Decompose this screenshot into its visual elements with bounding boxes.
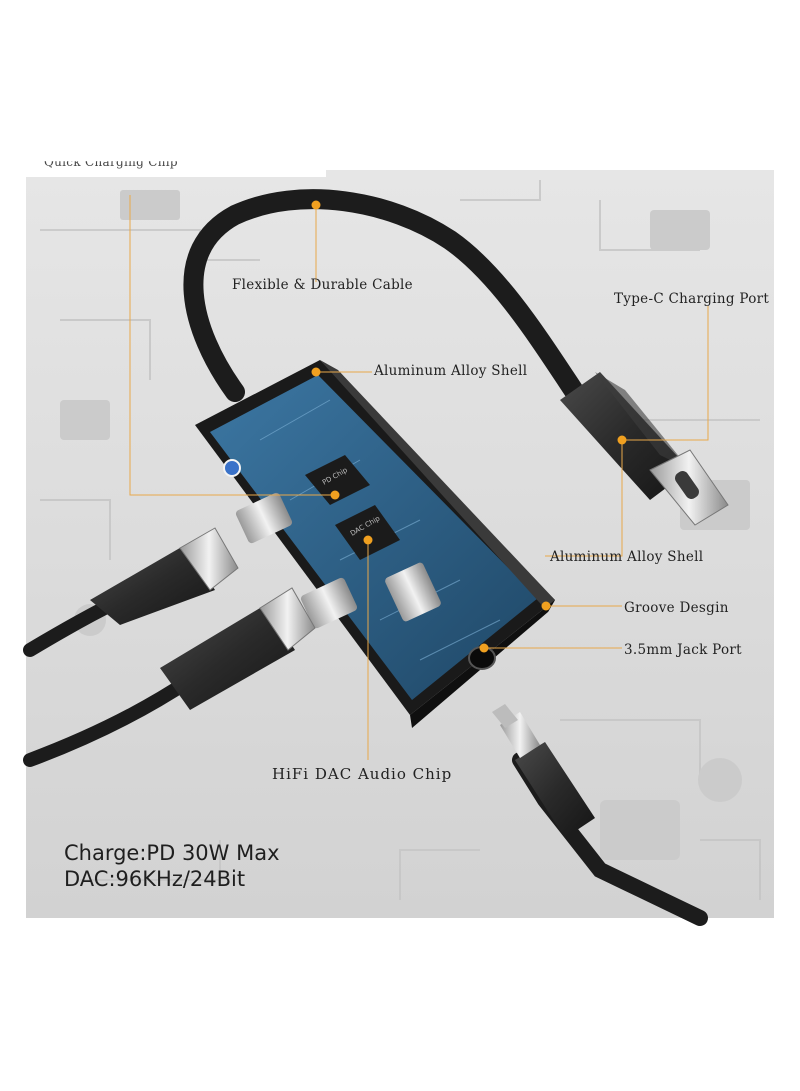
type-c-plug bbox=[560, 372, 729, 526]
callout-groove-design-label: Groove Desgin bbox=[624, 600, 729, 616]
callout-type-c-port-label: Type-C Charging Port bbox=[614, 291, 770, 307]
callout-dots bbox=[311, 200, 627, 653]
callout-jack-port-label: 3.5mm Jack Port bbox=[624, 642, 742, 658]
callout-lines bbox=[129, 195, 709, 760]
callout-flexible-cable-label: Flexible & Durable Cable bbox=[232, 277, 413, 293]
callout-aluminum-shell-top-label: Aluminum Alloy Shell bbox=[374, 363, 528, 379]
audio-jack-plug bbox=[492, 704, 708, 926]
callout-charging-chip-label: Quick Charging Chip bbox=[44, 155, 178, 169]
callout-hifi-dac-chip-label: HiFi DAC Audio Chip bbox=[272, 765, 453, 783]
spec-dac: DAC:96KHz/24Bit bbox=[64, 867, 246, 891]
adapter-hub: PD Chip DAC Chip bbox=[195, 360, 555, 728]
charging-cable bbox=[183, 189, 590, 410]
callout-aluminum-shell-right-label: Aluminum Alloy Shell bbox=[550, 549, 704, 565]
left-type-c-cables bbox=[23, 527, 316, 767]
spec-charge: Charge:PD 30W Max bbox=[64, 841, 280, 865]
